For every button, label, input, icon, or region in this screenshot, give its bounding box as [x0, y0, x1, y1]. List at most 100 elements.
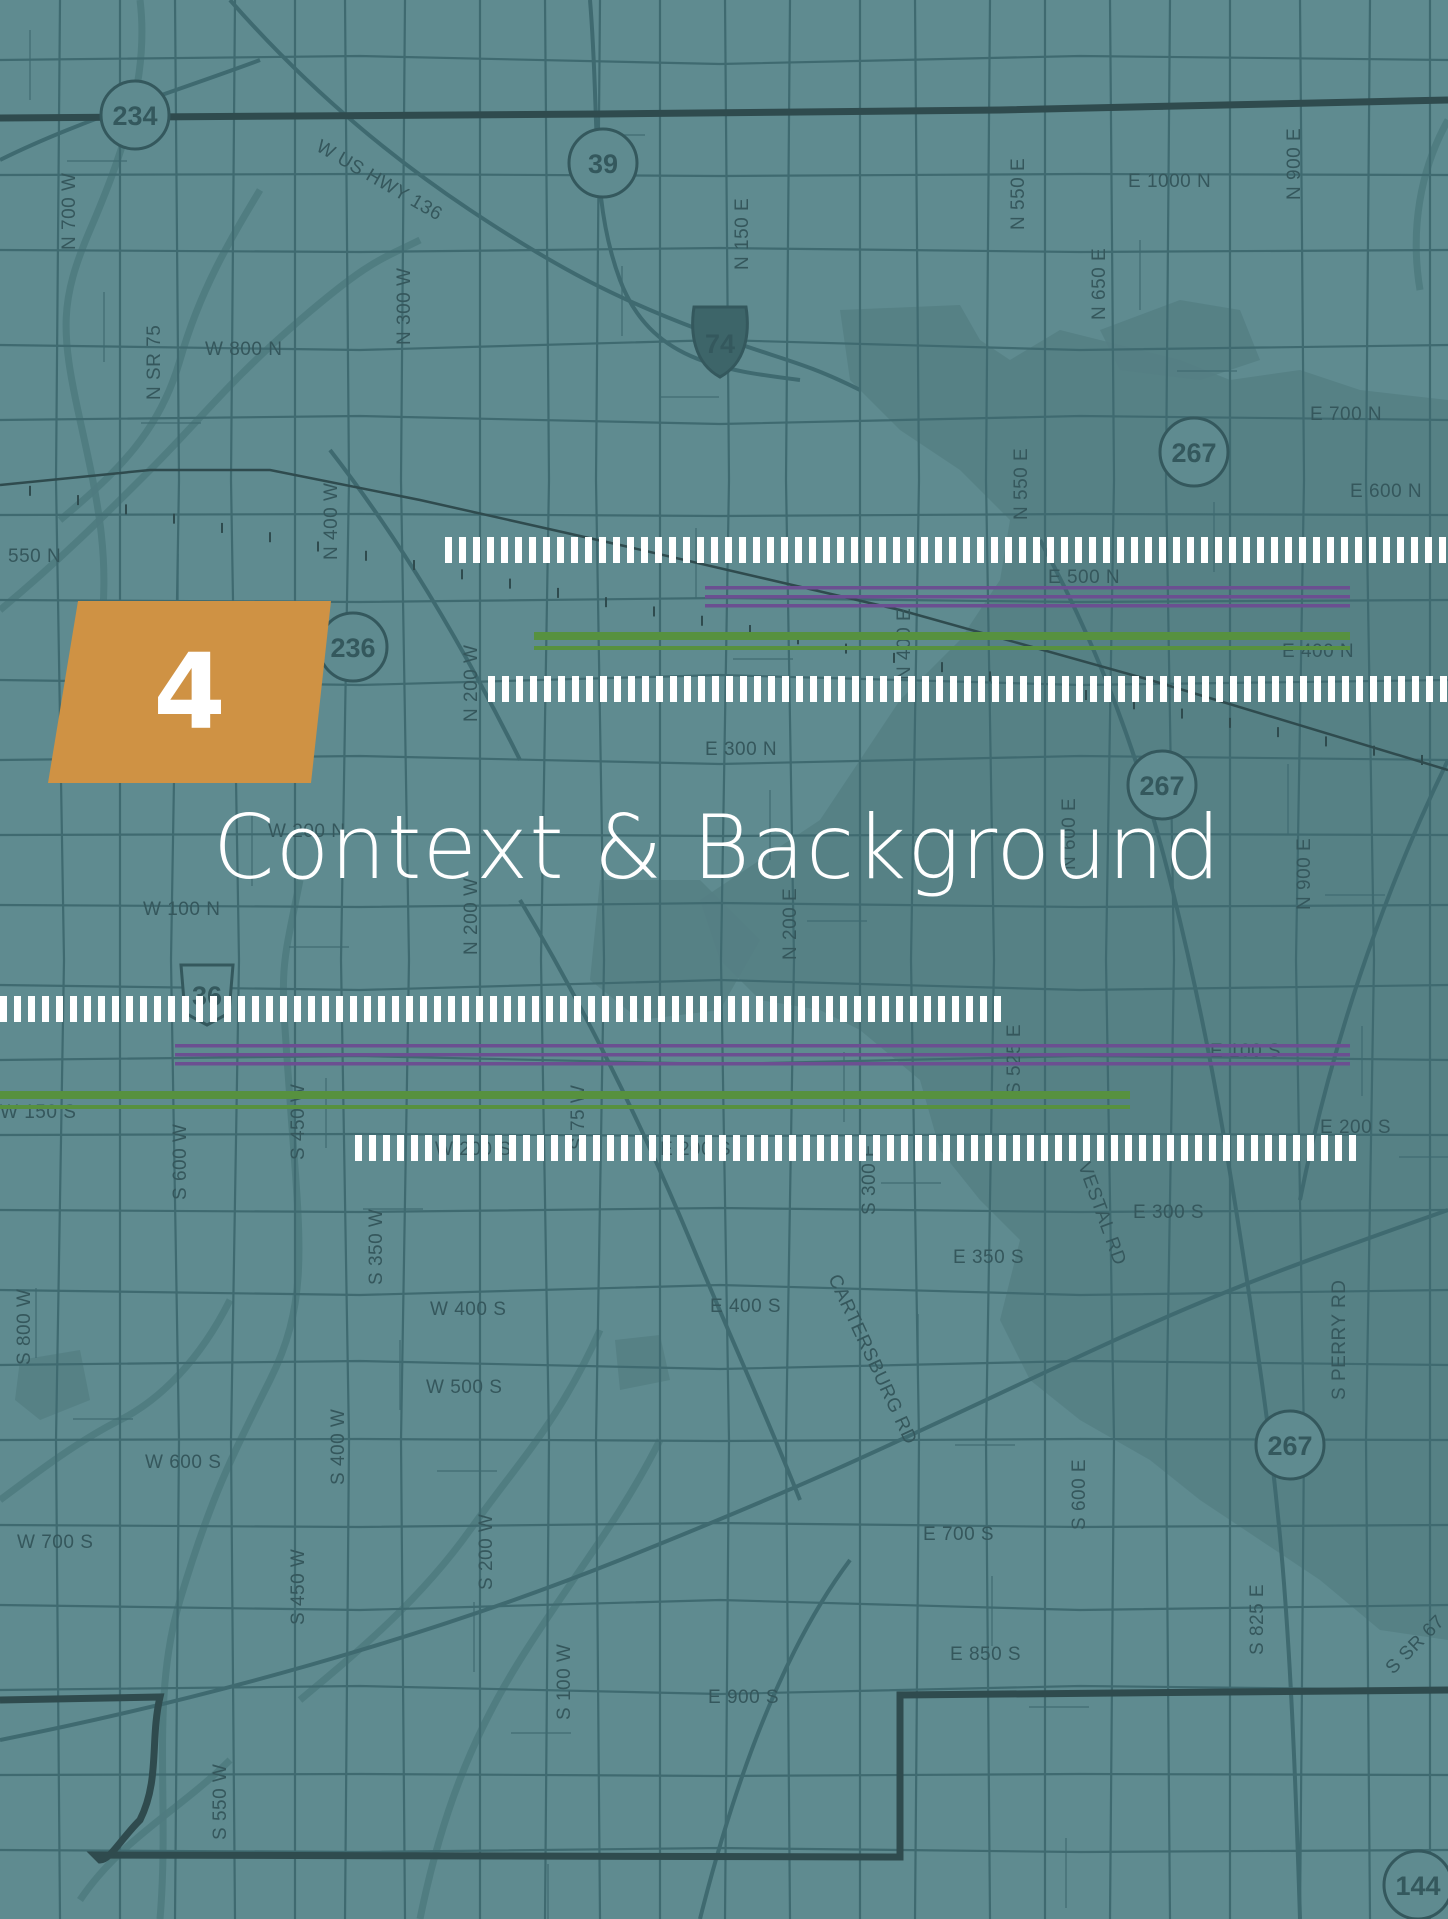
white-dash	[420, 996, 427, 1022]
white-dash	[686, 996, 693, 1022]
shield-number: 39	[588, 149, 618, 179]
road-vertical	[539, 0, 551, 1919]
white-dash	[826, 996, 833, 1022]
white-dash	[1034, 676, 1041, 702]
white-dash	[691, 1135, 698, 1161]
white-dash	[523, 1135, 530, 1161]
stripe-line	[705, 595, 1350, 599]
white-dash	[823, 537, 830, 563]
badge-shape	[48, 601, 331, 783]
white-dash	[462, 996, 469, 1022]
white-dash	[1005, 537, 1012, 563]
white-dash	[515, 537, 522, 563]
white-dash	[1174, 676, 1181, 702]
white-dash	[1033, 537, 1040, 563]
white-dash	[140, 996, 147, 1022]
white-dash	[887, 1135, 894, 1161]
white-dash	[476, 996, 483, 1022]
white-dash	[1425, 537, 1432, 563]
white-dash	[434, 996, 441, 1022]
road-horizontal	[0, 1206, 1448, 1214]
white-dash	[1103, 537, 1110, 563]
white-dash	[294, 996, 301, 1022]
shield-interstate	[691, 305, 749, 379]
white-dash	[1356, 676, 1363, 702]
white-dash	[831, 1135, 838, 1161]
white-dash	[1426, 676, 1433, 702]
white-dash	[882, 996, 889, 1022]
road-label: E 700 N	[1310, 404, 1382, 425]
white-dash	[798, 996, 805, 1022]
white-dash	[1439, 537, 1446, 563]
white-dash	[1258, 676, 1265, 702]
white-dash	[1244, 676, 1251, 702]
white-dash	[182, 996, 189, 1022]
white-dash	[698, 676, 705, 702]
white-dash	[532, 996, 539, 1022]
white-dash	[880, 676, 887, 702]
white-dash	[1076, 676, 1083, 702]
white-dash	[1187, 537, 1194, 563]
white-dash	[266, 996, 273, 1022]
white-dash	[1440, 676, 1447, 702]
route-shield: 236	[317, 611, 389, 683]
white-dash	[991, 537, 998, 563]
white-dash	[1118, 676, 1125, 702]
white-dash	[700, 996, 707, 1022]
road-label: S 450 W	[288, 1084, 309, 1160]
white-dash	[1293, 1135, 1300, 1161]
stripe-line	[175, 1053, 1350, 1057]
white-dash	[1062, 676, 1069, 702]
road-label: W 500 S	[426, 1377, 502, 1398]
road-horizontal	[0, 54, 1448, 66]
white-dash	[565, 1135, 572, 1161]
white-dash	[627, 537, 634, 563]
road-label: S 100 W	[554, 1644, 575, 1720]
route-shield: 267	[1254, 1409, 1326, 1481]
green-stripe	[0, 1105, 1130, 1109]
white-dash	[726, 676, 733, 702]
route-shield: 267	[1126, 749, 1198, 821]
road-label: S 825 E	[1247, 1584, 1268, 1655]
white-dash	[98, 996, 105, 1022]
shield-number: 267	[1139, 771, 1184, 801]
white-dash	[558, 676, 565, 702]
road-vertical	[909, 0, 921, 1919]
road-vertical	[229, 0, 241, 1919]
white-dash	[488, 676, 495, 702]
white-dash	[1257, 537, 1264, 563]
white-dash	[714, 996, 721, 1022]
road-label: N 650 E	[1089, 248, 1110, 320]
white-dash	[1335, 1135, 1342, 1161]
white-dash	[607, 1135, 614, 1161]
white-dash	[1272, 676, 1279, 702]
white-dash	[817, 1135, 824, 1161]
white-dash	[924, 996, 931, 1022]
white-dash	[1069, 1135, 1076, 1161]
white-dash	[670, 676, 677, 702]
white-dash	[966, 996, 973, 1022]
white-dash	[350, 996, 357, 1022]
white-dash	[712, 676, 719, 702]
white-dash	[672, 996, 679, 1022]
white-dash	[739, 537, 746, 563]
white-dash	[1047, 537, 1054, 563]
white-dash	[616, 996, 623, 1022]
road-label: E 200 S	[1320, 1117, 1391, 1138]
white-dash	[588, 996, 595, 1022]
route-shield: 144	[1382, 1849, 1448, 1919]
stream	[77, 1757, 233, 1902]
white-dash	[1271, 537, 1278, 563]
white-dash	[364, 996, 371, 1022]
white-dash	[1020, 676, 1027, 702]
white-dash	[641, 537, 648, 563]
road-label: S 550 W	[210, 1764, 231, 1840]
white-dash	[658, 996, 665, 1022]
white-dash	[1061, 537, 1068, 563]
white-dash	[1328, 676, 1335, 702]
white-dash	[910, 996, 917, 1022]
road-label: E 600 N	[1350, 481, 1422, 502]
white-dash	[448, 996, 455, 1022]
